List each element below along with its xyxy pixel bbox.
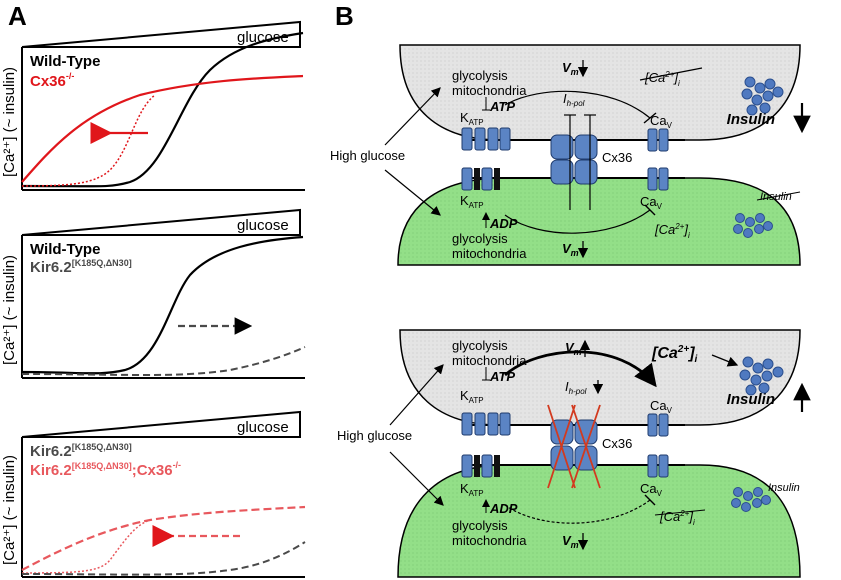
ca-i-label: [Ca2+]i (651, 344, 698, 365)
cx36-curve (21, 74, 304, 183)
katp-channel-bottom (461, 167, 500, 191)
glucose-label: glucose (237, 419, 289, 436)
mitochondria-label-bottom: mitochondria (452, 246, 527, 261)
cav-label-bottom: CaV (640, 194, 663, 211)
katp-label-bottom: KATP (460, 481, 484, 498)
ca-i-bottom-struck: [Ca2+]i (654, 509, 706, 527)
cav-channel-bottom (647, 454, 669, 478)
glucose-wedge (21, 410, 301, 438)
cav-channel-bottom (647, 167, 669, 191)
katp-label-bottom: KATP (460, 193, 484, 210)
glycolysis-label-bottom: glycolysis (452, 518, 508, 533)
high-glucose-label: High glucose (337, 428, 412, 443)
kir62-cx36-dotted-curve (21, 519, 151, 574)
legend-wild-type: Wild-Type (30, 53, 100, 70)
cx36-gap-junction (550, 114, 598, 210)
mitochondria-label: mitochondria (452, 353, 527, 368)
kir62-curve (21, 541, 306, 576)
ca-i-struck: [Ca2+]i (639, 67, 703, 88)
legend-kir62: Kir6.2[K185Q,ΔN30] (30, 258, 132, 276)
insulin-granules (741, 76, 784, 116)
cx36-label: Cx36 (602, 436, 632, 451)
katp-label: KATP (460, 110, 484, 127)
y-axis-label: [Ca²⁺] (~ insulin) (1, 255, 18, 365)
cav-channel-top (647, 413, 669, 437)
katp-channel-top (461, 127, 511, 151)
kir62-curve (21, 346, 306, 376)
insulin-top: Insulin (727, 391, 775, 408)
mitochondria-label-bottom: mitochondria (452, 533, 527, 548)
diagram-bottom: glycolysis mitochondria ATP KATP Vm [Ca2… (337, 329, 811, 578)
cav-label: CaV (650, 113, 673, 130)
high-glucose-label: High glucose (330, 148, 405, 163)
glycolysis-label: glycolysis (452, 68, 508, 83)
wild-type-curve (21, 235, 304, 375)
glycolysis-label-bottom: glycolysis (452, 231, 508, 246)
glucose-label: glucose (237, 29, 289, 46)
legend-wild-type: Wild-Type (30, 241, 100, 258)
vm-label-bottom: Vm (562, 533, 579, 550)
katp-label: KATP (460, 388, 484, 405)
grey-cell (399, 329, 801, 426)
insulin-bottom-struck: Insulin (756, 191, 801, 203)
kir62-cx36-curve (21, 505, 306, 571)
katp-channel-top (461, 412, 511, 436)
adp-label: ADP (489, 216, 518, 231)
wild-type-curve (21, 31, 304, 188)
insulin-granules-bottom (733, 213, 773, 238)
cx36-dotted-curve (21, 94, 156, 187)
insulin-top: Insulin (727, 111, 775, 128)
cx36-gap-junction-blocked (547, 404, 601, 489)
mitochondria-label: mitochondria (452, 83, 527, 98)
panel-a-letter: A (8, 1, 27, 31)
y-axis-label: [Ca²⁺] (~ insulin) (1, 455, 18, 565)
insulin-granules-bottom (731, 487, 771, 512)
legend-kir62: Kir6.2[K185Q,ΔN30] (30, 442, 132, 460)
ih-label: Ih-pol (563, 91, 585, 108)
glucose-wedge (21, 208, 301, 236)
cx36-label: Cx36 (602, 150, 632, 165)
cav-channel-top (647, 128, 669, 152)
glucose-label: glucose (237, 217, 289, 234)
green-cell (397, 177, 801, 266)
plot-2: glucose Wild-Type Kir6.2[K185Q,ΔN30] [Ca… (1, 208, 306, 379)
panel-b-letter: B (335, 1, 354, 31)
insulin-bottom: Insulin (768, 482, 800, 494)
katp-channel-bottom (461, 454, 500, 478)
svg-text:Insulin: Insulin (760, 191, 792, 203)
cav-label: CaV (650, 398, 673, 415)
plot-3: glucose Kir6.2[K185Q,ΔN30] Kir6.2[K185Q,… (1, 410, 306, 578)
plot-1: glucose Wild-Type Cx36-/- [Ca²⁺] (~ insu… (1, 20, 305, 191)
vm-label-bottom: Vm (562, 241, 579, 258)
cav-label-bottom: CaV (640, 481, 663, 498)
glycolysis-label: glycolysis (452, 338, 508, 353)
ca-i-bottom: [Ca2+]i (654, 222, 690, 240)
vm-label: Vm (562, 60, 579, 77)
diagram-top: glycolysis mitochondria ATP KATP Vm [Ca2… (330, 44, 811, 266)
y-axis-label: [Ca²⁺] (~ insulin) (1, 67, 18, 177)
adp-label: ADP (489, 501, 518, 516)
legend-kir62-cx36: Kir6.2[K185Q,ΔN30];Cx36-/- (30, 460, 181, 479)
ih-label: Ih-pol (565, 379, 587, 396)
insulin-granules (739, 356, 784, 396)
legend-cx36: Cx36-/- (30, 71, 74, 90)
